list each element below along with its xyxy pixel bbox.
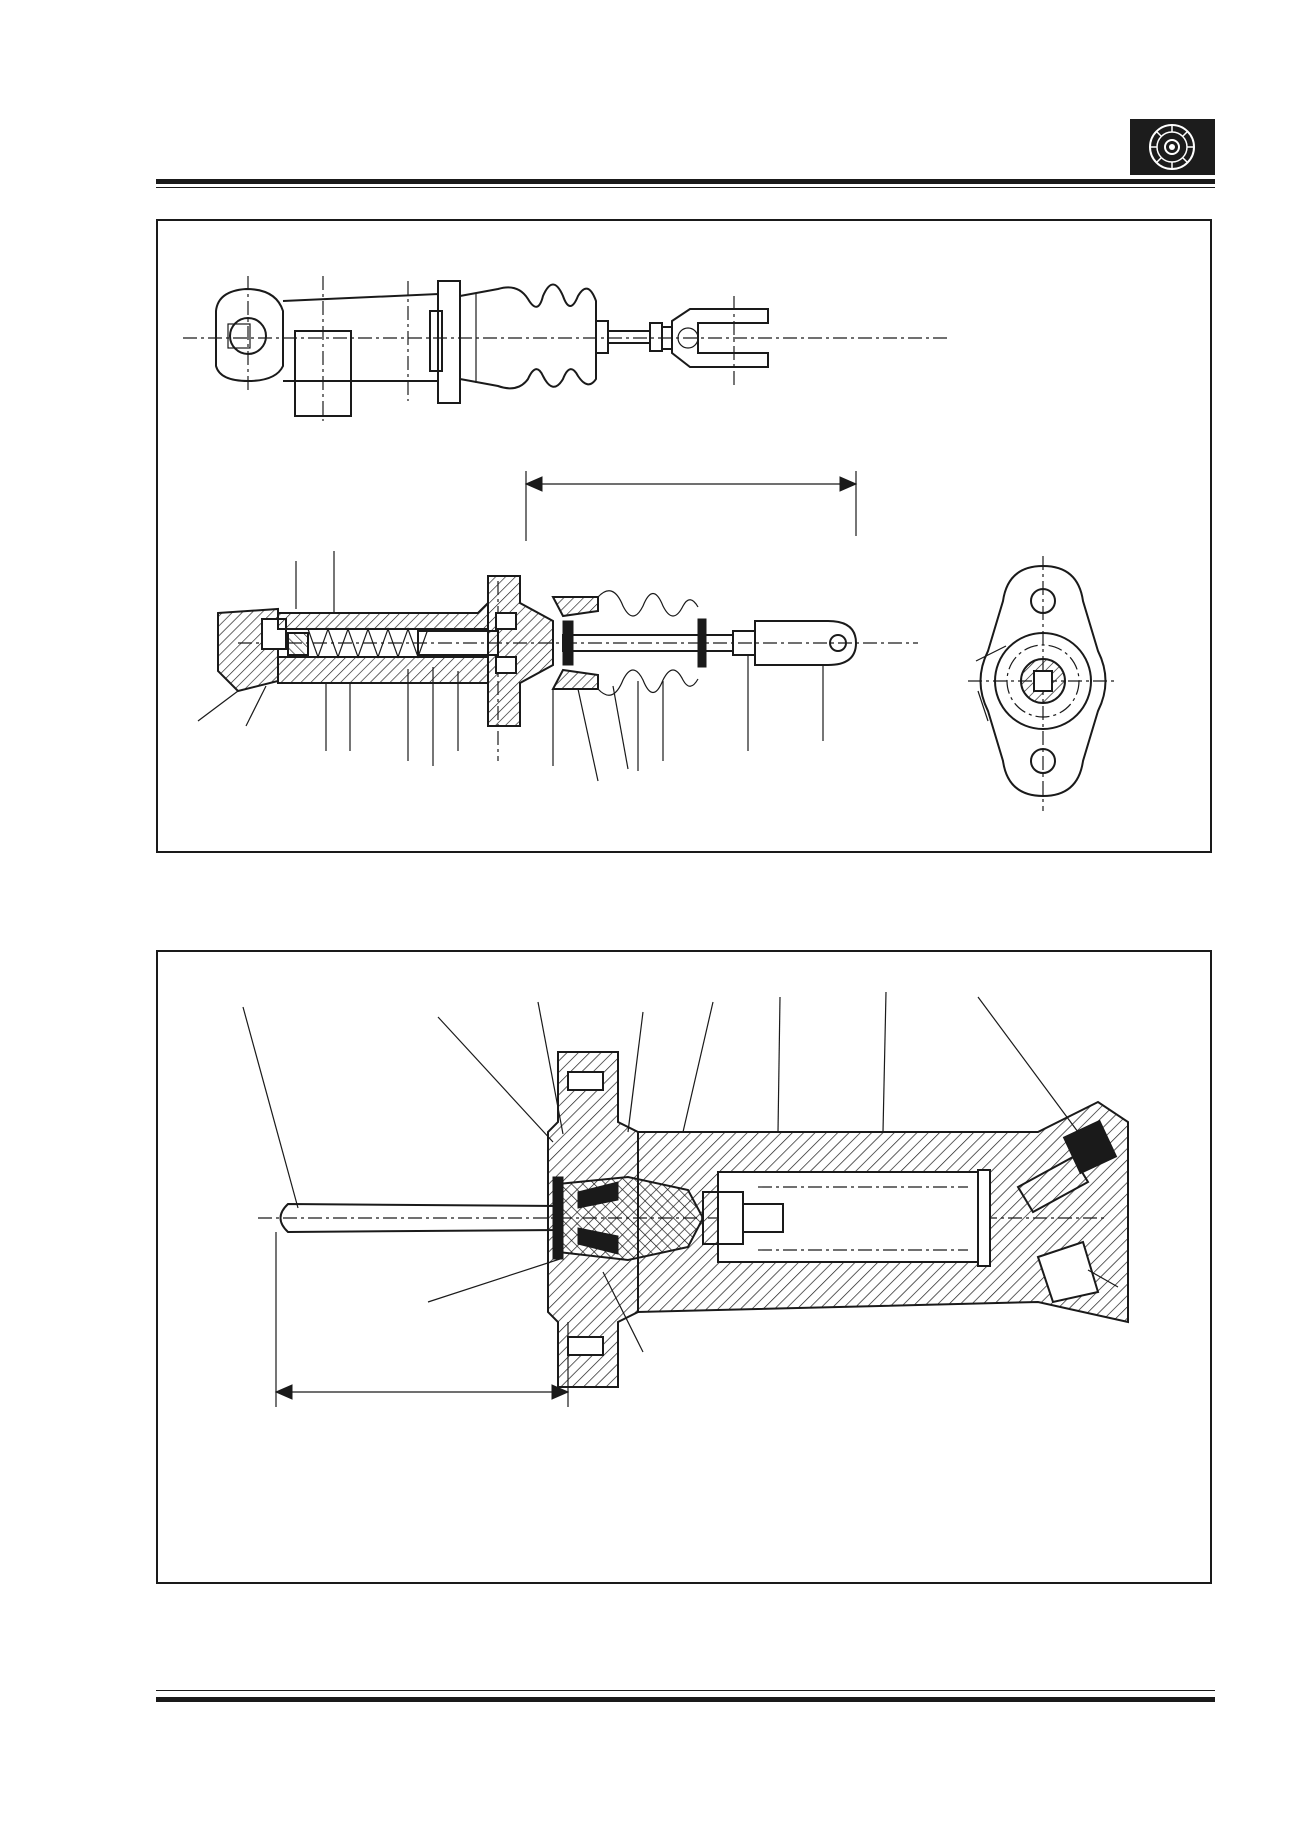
figure-panel-slave-cylinder <box>156 950 1212 1584</box>
figure-panel-master-cylinder <box>156 219 1212 853</box>
footer-rule-thin <box>156 1690 1215 1691</box>
longitudinal-section <box>197 551 918 782</box>
header-rule <box>156 179 1215 184</box>
footer-rule <box>156 1697 1215 1702</box>
clutch-disc-icon <box>1130 119 1215 175</box>
master-cylinder-drawing <box>183 276 1118 811</box>
length-dimension <box>524 471 858 541</box>
header-rule-thin <box>156 187 1215 188</box>
flange-end-view <box>968 556 1118 811</box>
slave-cylinder-drawing <box>242 991 1129 1407</box>
exterior-side-view <box>183 276 948 421</box>
slave-section <box>242 991 1129 1407</box>
